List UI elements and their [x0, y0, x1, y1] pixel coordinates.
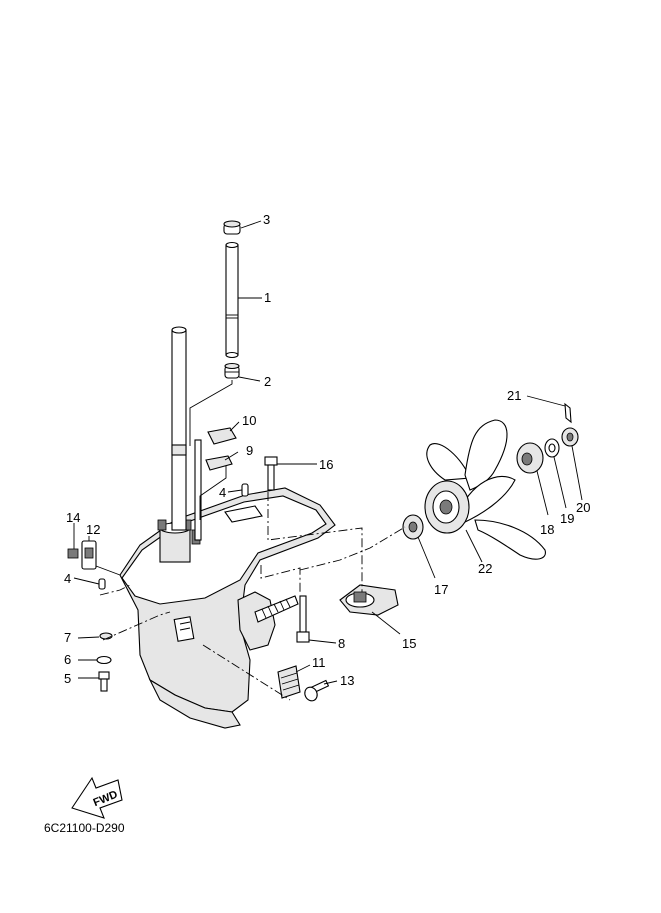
- callout-6: 6: [64, 652, 71, 667]
- washer-7: [99, 632, 113, 640]
- callout-4-upper: 4: [219, 485, 226, 500]
- callout-8: 8: [338, 636, 345, 651]
- propeller-nut-20: [561, 427, 579, 447]
- callout-7: 7: [64, 630, 71, 645]
- nut-14: [67, 548, 79, 559]
- anode-15: [339, 584, 399, 616]
- callout-22: 22: [478, 561, 492, 576]
- callout-15: 15: [402, 636, 416, 651]
- callout-2: 2: [264, 374, 271, 389]
- leader-lines: [73, 220, 583, 685]
- callout-1: 1: [264, 290, 271, 305]
- callouts: 3 1 2 10 9 16 4 14 12 4 7 6 5 8 11 13 15…: [64, 212, 590, 688]
- callout-17: 17: [434, 582, 448, 597]
- grommet-top: [223, 220, 241, 235]
- bolt-5: [98, 671, 110, 692]
- drive-shaft: [171, 326, 187, 531]
- diagram-code: 6C21100-D290: [44, 821, 125, 835]
- cavity-plate: [224, 505, 263, 523]
- water-inlet-grille-11: [277, 665, 301, 699]
- bolt-8: [296, 595, 310, 643]
- callout-5: 5: [64, 671, 71, 686]
- bracket-12: [81, 540, 97, 570]
- assembly-lines: [99, 492, 406, 701]
- water-tube: [225, 241, 239, 359]
- callout-3: 3: [263, 212, 270, 227]
- callout-9: 9: [246, 443, 253, 458]
- shift-rod: [194, 439, 202, 541]
- callout-11: 11: [312, 655, 326, 670]
- callout-16: 16: [319, 457, 333, 472]
- lower-case: [119, 487, 336, 729]
- screw-13: [304, 679, 330, 702]
- washer-6: [96, 655, 112, 665]
- water-tube-seal: [224, 362, 240, 379]
- dowel-pin-upper: [241, 483, 249, 497]
- callout-12: 12: [86, 522, 100, 537]
- bolt-16: [264, 456, 278, 491]
- washer-19-hole: [548, 443, 556, 453]
- callout-19: 19: [560, 511, 574, 526]
- dowel-pin-lower: [98, 578, 106, 590]
- cotter-pin-21: [564, 402, 572, 424]
- thrust-washer-17: [402, 514, 424, 540]
- callout-14: 14: [66, 510, 80, 525]
- callout-10: 10: [242, 413, 256, 428]
- rubber-seal-10: [207, 427, 237, 445]
- fwd-arrow: FWD: [71, 776, 123, 819]
- spacer-18: [516, 442, 544, 474]
- callout-13: 13: [340, 673, 354, 688]
- propeller-22: [424, 419, 546, 560]
- callout-18: 18: [540, 522, 554, 537]
- callout-21: 21: [507, 388, 521, 403]
- callout-20: 20: [576, 500, 590, 515]
- callout-4-lower: 4: [64, 571, 71, 586]
